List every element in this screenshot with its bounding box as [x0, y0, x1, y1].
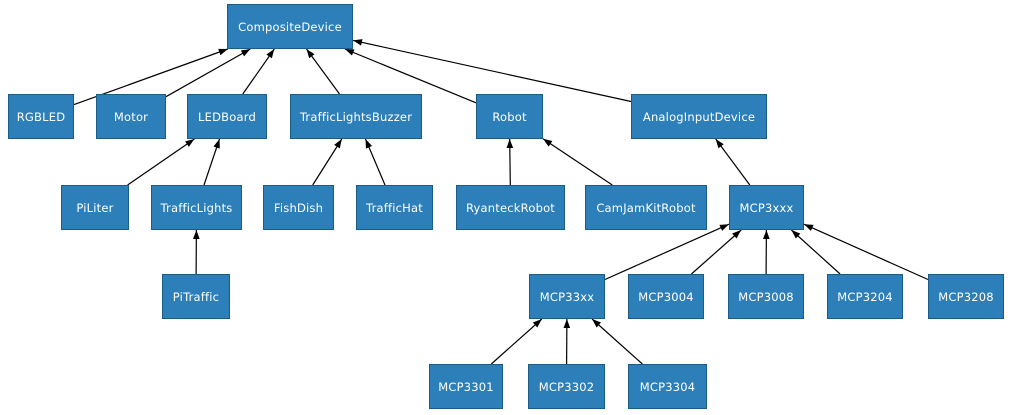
node-RyanteckRobot: RyanteckRobot — [456, 185, 565, 230]
edge-CamJamKitRobot-Robot — [542, 138, 613, 186]
edge-MCP3xxx-AnalogInputDevice — [715, 138, 751, 186]
node-PiTraffic: PiTraffic — [162, 274, 230, 319]
edge-TrafficLights-LEDBoard — [203, 138, 221, 186]
edge-PiLiter-LEDBoard — [127, 138, 195, 186]
node-MCP3xxx: MCP3xxx — [729, 185, 804, 230]
node-CompositeDevice: CompositeDevice — [227, 4, 353, 49]
node-MCP3304: MCP3304 — [628, 364, 707, 409]
edge-MCP3304-MCP33xx — [591, 318, 643, 365]
node-Motor: Motor — [96, 94, 166, 139]
node-MCP3204: MCP3204 — [827, 274, 903, 319]
node-MCP3004: MCP3004 — [628, 274, 704, 319]
node-Robot: Robot — [476, 94, 543, 139]
node-AnalogInputDevice: AnalogInputDevice — [631, 94, 767, 139]
edge-TrafficLightsBuzzer-CompositeDevice — [306, 48, 340, 95]
edge-MCP3204-MCP3xxx — [790, 229, 841, 275]
edge-AnalogInputDevice-CompositeDevice — [352, 39, 632, 103]
edge-FishDish-TrafficLightsBuzzer — [312, 138, 343, 186]
node-FishDish: FishDish — [263, 185, 334, 230]
node-PiLiter: PiLiter — [61, 185, 129, 230]
node-CamJamKitRobot: CamJamKitRobot — [585, 185, 707, 230]
node-MCP33xx: MCP33xx — [529, 274, 605, 319]
node-TrafficLightsBuzzer: TrafficLightsBuzzer — [290, 94, 422, 139]
node-MCP3301: MCP3301 — [429, 364, 503, 409]
node-TrafficLights: TrafficLights — [151, 185, 242, 230]
edge-MCP3208-MCP3xxx — [803, 223, 929, 281]
node-LEDBoard: LEDBoard — [187, 94, 267, 139]
node-TrafficHat: TrafficHat — [356, 185, 433, 230]
edge-LEDBoard-CompositeDevice — [242, 48, 275, 95]
edge-MCP3301-MCP33xx — [490, 318, 543, 365]
edge-Motor-CompositeDevice — [165, 48, 251, 98]
edge-MCP3004-MCP3xxx — [691, 229, 742, 275]
node-MCP3008: MCP3008 — [728, 274, 804, 319]
edge-MCP33xx-MCP3xxx — [604, 223, 730, 281]
edge-TrafficHat-TrafficLightsBuzzer — [364, 138, 386, 186]
node-MCP3208: MCP3208 — [928, 274, 1004, 319]
node-RGBLED: RGBLED — [8, 94, 74, 139]
edge-RyanteckRobot-Robot — [506, 138, 514, 186]
node-MCP3302: MCP3302 — [528, 364, 605, 409]
